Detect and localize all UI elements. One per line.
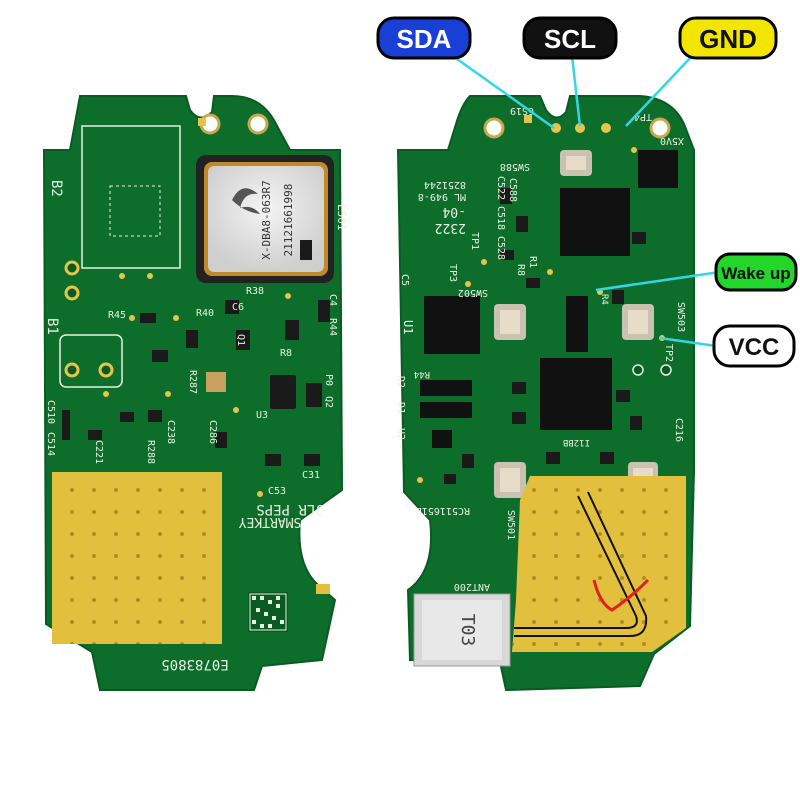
ref-c528: C528 [495,236,506,260]
scl-label: SCL [522,16,618,60]
ref-c53: C53 [268,486,286,497]
ref-c6: C6 [232,302,244,313]
ref-r4: R4 [599,294,609,305]
board-text-line1: JLR PEPS [256,501,323,517]
inductor-l501: X-DBA8-063R7 21121661998 [196,155,334,283]
mcu-chip [560,188,630,256]
svg-text:SCL: SCL [544,24,596,54]
ref-r288: R288 [145,440,156,464]
ref-u1: U1 [401,320,415,334]
ref-r8: R8 [515,264,526,276]
pin-annotations: SDA SCL GND Wake up VCC [376,16,798,368]
ref-c588: C588 [507,178,518,202]
tactile-switches [494,150,658,498]
ref-c518: C518 [495,206,506,230]
ref-tp3: TP3 [447,264,458,282]
left-board: X-DBA8-063R7 21121661998 [42,95,348,691]
ref-c522: C522 [495,176,506,200]
ref-sw501: SW501 [505,510,516,540]
ref-r1: R1 [527,256,538,268]
chip-text-2: 21121661998 [282,184,295,257]
ref-c286: C286 [207,420,218,444]
svg-text:-04: -04 [442,204,466,219]
svg-text:Wake up: Wake up [721,264,790,283]
ref-p0: P0 [323,374,334,386]
ref-b2: B2 [48,180,64,197]
right-board: T03 SW588 C522 C588 C518 C528 TP3 TP1 R8… [395,95,695,692]
svg-text:VCC: VCC [729,334,780,361]
ref-s19: 6S19 [510,105,534,116]
ref-sw502: SW502 [458,287,488,298]
ref-c31: C31 [302,470,320,481]
wake-up-label: Wake up [714,252,798,292]
ref-c4: C4 [327,294,338,306]
rf-chip [540,358,612,430]
u1-chip [424,296,480,354]
ref-c514: C514 [45,432,56,456]
svg-text:2322: 2322 [435,220,466,235]
ref-d2: D2 [395,376,406,388]
svg-text:GND: GND [699,24,757,54]
ref-rc5: RC511651B [416,505,470,516]
ref-r40: R40 [196,308,214,319]
ant-label: T03 [457,614,478,647]
vcc-label: VCC [712,324,796,368]
ref-i12bb: I12BB [563,437,590,447]
svg-text:ML 949-8: ML 949-8 [418,191,466,202]
ref-c221: C221 [93,440,104,464]
ref-sw503: SW503 [675,302,686,332]
mount-hole [247,113,269,135]
ref-x5v0: X5V0 [660,135,684,146]
ref-c5: C5 [399,274,410,286]
ref-q1: Q1 [235,334,246,346]
ref-ant: ANT200 [454,581,490,592]
ref-tp2: TP2 [663,344,674,362]
ref-c238: C238 [165,420,176,444]
ref-r45: R45 [108,310,126,321]
gnd-label: GND [678,16,778,60]
ref-r44: R44 [327,318,338,336]
svg-text:8251244: 8251244 [424,179,466,190]
ref-r38: R38 [246,286,264,297]
ref-r8: R8 [280,348,292,359]
ref-r287: R287 [187,370,198,394]
ant-module: T03 [413,593,511,667]
left-components [62,240,330,466]
svg-text:SDA: SDA [397,24,452,54]
board-text-line2: SMARTKEY [239,514,302,529]
data-matrix [248,592,288,632]
ref-u2: U2 [395,428,406,440]
ref-u3: U3 [256,410,268,421]
chip-text-1: X-DBA8-063R7 [260,180,273,259]
ref-r44: R44 [414,369,430,379]
ref-sw588: SW588 [500,161,530,172]
ref-l501: L501 [335,204,348,231]
part-number: E0783805 [161,656,228,672]
ref-c216: C216 [673,418,684,442]
ref-q2: Q2 [323,396,334,408]
ref-b1: B1 [44,318,60,335]
ref-tp4: TP4 [634,111,652,122]
sda-label: SDA [376,16,472,60]
id-block: 2322 -04 ML 949-8 8251244 [418,179,466,235]
ref-d1: D1 [395,402,406,414]
ref-c510: C510 [45,400,56,424]
ref-tp1: TP1 [469,232,480,250]
